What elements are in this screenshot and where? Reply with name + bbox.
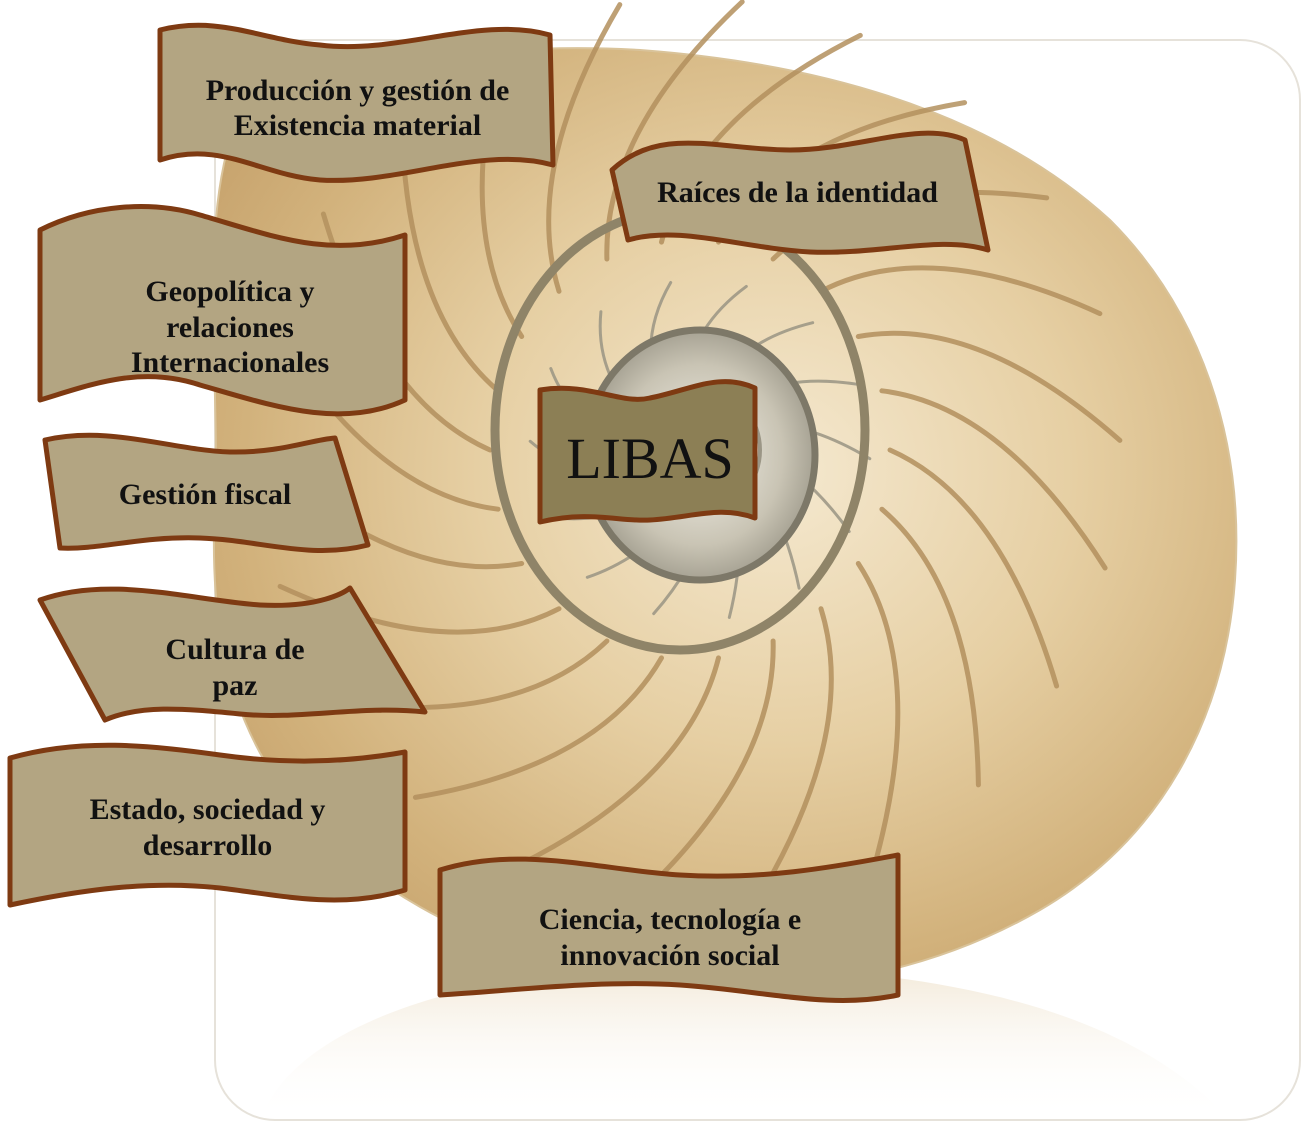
node-label-estado: Estado, sociedad y desarrollo [30, 785, 385, 870]
node-label-geopolitica: Geopolítica y relaciones Internacionales [100, 265, 360, 390]
center-label: LIBAS [545, 418, 755, 498]
node-label-cultura-paz: Cultura de paz [130, 625, 340, 710]
node-label-produccion: Producción y gestión de Existencia mater… [175, 58, 540, 158]
node-label-gestion-fiscal: Gestión fiscal [90, 470, 320, 520]
node-label-raices: Raíces de la identidad [635, 168, 960, 218]
node-label-ciencia: Ciencia, tecnología e innovación social [500, 895, 840, 980]
